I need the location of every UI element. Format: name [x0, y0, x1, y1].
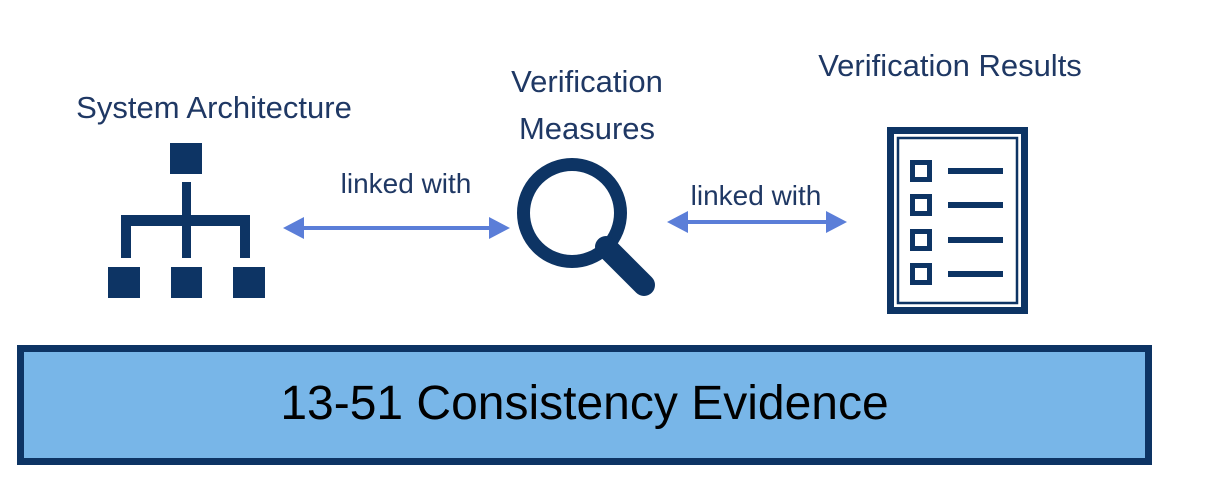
system-architecture-label: System Architecture: [76, 90, 352, 125]
verification-results-label: Verification Results: [818, 48, 1082, 83]
double-arrow-icon-left: [283, 217, 510, 239]
verification-measures-label: Verification Measures: [511, 64, 663, 146]
magnifying-glass-icon: [517, 158, 655, 296]
linked-with-label-right: linked with: [690, 180, 822, 211]
org-chart-icon: [108, 143, 265, 298]
linked-with-label-left: linked with: [340, 168, 472, 199]
banner-label: 13-51 Consistency Evidence: [280, 377, 889, 430]
double-arrow-icon-right: [667, 211, 847, 233]
checklist-document-icon: [887, 127, 1028, 314]
banner: 13-51 Consistency Evidence: [17, 345, 1152, 465]
